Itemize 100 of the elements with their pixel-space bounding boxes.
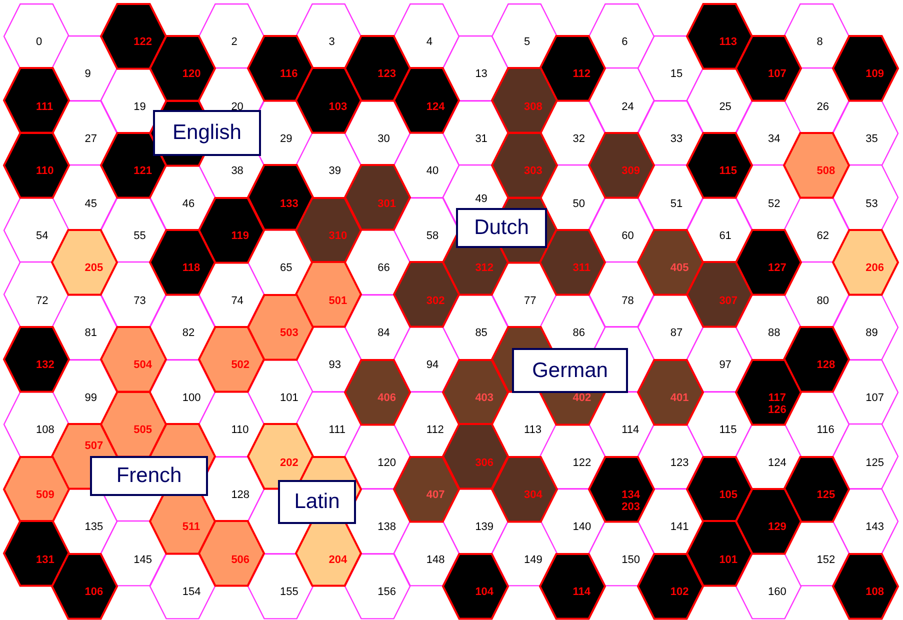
cell-number: 135 (84, 521, 104, 534)
cell-number: 125 (816, 488, 836, 501)
cell-number: 46 (182, 198, 195, 210)
cell-number: 107 (768, 68, 786, 80)
cell-number: 511 (182, 521, 200, 534)
cell-number: 93 (328, 359, 342, 372)
cell-number: 54 (36, 230, 48, 242)
cell-number: 8 (816, 36, 823, 48)
cell-number: 87 (670, 327, 683, 340)
cell-number: 302 (426, 294, 445, 307)
cell-number: 307 (719, 294, 738, 307)
cell-number: 148 (426, 554, 445, 566)
cell-number: 202 (280, 456, 298, 469)
class-label: English (153, 110, 261, 156)
cell-number: 119 (231, 230, 249, 242)
cell-number: 58 (426, 230, 439, 242)
cell-number: 66 (378, 262, 390, 274)
cell-number: 108 (866, 586, 884, 598)
class-label: Latin (278, 480, 356, 524)
cell-number: 103 (328, 100, 348, 113)
cell-number: 0 (36, 36, 42, 48)
cell-number: 108 (36, 424, 54, 436)
class-label: German (512, 348, 628, 393)
cell-number: 306 (475, 456, 494, 469)
cell-number: 402 (572, 392, 592, 404)
class-label: French (90, 456, 208, 496)
cell-number: 141 (670, 521, 689, 534)
cell-number: 3 (328, 36, 335, 48)
cell-number: 501 (328, 294, 348, 307)
cell-number: 24 (622, 100, 634, 113)
cell-number: 205 (84, 262, 104, 274)
cell-number: 113 (524, 424, 542, 436)
cell-number: 121 (134, 165, 152, 178)
cell-number: 77 (524, 294, 536, 307)
cell-number: 124 (426, 100, 445, 113)
cell-number: 129 (768, 521, 786, 534)
cell-number: 19 (134, 100, 146, 113)
cell-number: 62 (816, 230, 830, 242)
cell-number: 309 (622, 165, 640, 178)
cell-number: 401 (670, 392, 689, 404)
cell-number: 206 (866, 262, 884, 274)
cell-number: 33 (670, 133, 683, 146)
cell-number: 505 (134, 424, 152, 436)
cell-number: 53 (866, 198, 878, 210)
cell-number: 13 (475, 68, 488, 80)
cell-number: 504 (134, 359, 152, 372)
cell-number: 120 (378, 456, 396, 469)
cell-number: 86 (572, 327, 586, 340)
cell-number: 49 (475, 192, 488, 205)
cell-number: 122 (572, 456, 592, 469)
cell-number: 116 (816, 424, 834, 436)
cell-number: 145 (134, 554, 152, 566)
cell-number: 114 (622, 424, 640, 436)
cell-number: 113 (719, 36, 737, 48)
cell-number: 9 (84, 68, 91, 80)
cell-number: 110 (231, 424, 249, 436)
cell-number: 81 (84, 327, 98, 340)
cell-number: 97 (719, 359, 732, 372)
cell-number: 6 (622, 36, 628, 48)
cell-number: 31 (475, 133, 488, 146)
cell-number: 118 (182, 262, 200, 274)
cell-number: 109 (866, 68, 884, 80)
cell-number: 88 (768, 327, 780, 340)
cell-number: 112 (426, 424, 444, 436)
cell-number: 124 (768, 456, 786, 469)
cell-number: 120 (182, 68, 201, 80)
cell-number: 405 (670, 262, 689, 274)
cell-number: 89 (866, 327, 878, 340)
cell-number: 61 (719, 230, 732, 242)
cell-number: 26 (816, 100, 830, 113)
cell-number: 2 (231, 36, 238, 48)
cell-number: 50 (572, 198, 586, 210)
cell-number: 115 (719, 165, 737, 178)
cell-number: 125 (866, 456, 884, 469)
cell-number: 60 (622, 230, 634, 242)
cell-number: 154 (182, 586, 201, 598)
cell-number: 110 (36, 165, 54, 178)
cell-number: 116 (280, 68, 298, 80)
cell-number: 406 (378, 392, 396, 404)
cell-number: 301 (378, 198, 396, 210)
cell-number: 101 (719, 554, 738, 566)
cell-number: 134 203 (622, 488, 640, 513)
cell-number: 84 (378, 327, 390, 340)
cell-number: 308 (524, 100, 542, 113)
cell-number: 152 (816, 554, 836, 566)
cell-number: 131 (36, 554, 54, 566)
cell-number: 35 (866, 133, 878, 146)
cell-number: 502 (231, 359, 250, 372)
cell-number: 45 (84, 198, 98, 210)
cell-number: 204 (328, 554, 348, 566)
cell-number: 139 (475, 521, 494, 534)
cell-number: 55 (134, 230, 146, 242)
cell-number: 85 (475, 327, 488, 340)
cell-number: 52 (768, 198, 780, 210)
cell-number: 160 (768, 586, 786, 598)
cell-number: 73 (134, 294, 146, 307)
cell-number: 403 (475, 392, 494, 404)
cell-number: 51 (670, 198, 683, 210)
cell-number: 507 (84, 440, 104, 452)
cell-number: 80 (816, 294, 830, 307)
